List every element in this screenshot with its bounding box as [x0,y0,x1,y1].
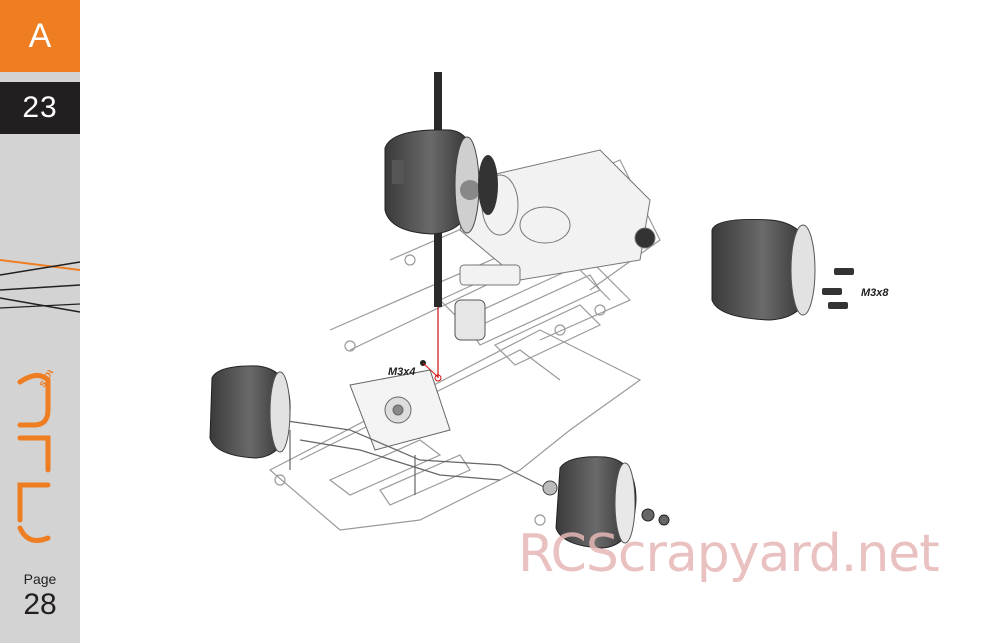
rear-right-tire [711,218,816,321]
front-left-tire [209,365,291,459]
page-label: Page [23,571,57,587]
front-right-tire [542,456,637,549]
rear-left-tire [384,129,498,235]
m3x8-screws [822,268,854,309]
front-suspension [279,419,551,495]
m3x4-label: M3x4 [388,366,416,378]
m3x8-label: M3x8 [861,287,889,299]
m3x4-screw [420,360,442,382]
watermark-text: RCScrapyard.net [518,524,940,584]
axle-nuts [641,508,670,526]
step-number-badge: 23 [0,82,80,134]
brand-logo: slot [17,370,57,543]
section-badge: A [0,0,80,72]
motor [454,299,486,341]
page-number: 28 [23,588,57,621]
decorative-lines [0,259,80,313]
servo [349,369,451,451]
rear-pod [459,149,656,286]
sidebar: A 23 slot Page 28 [0,0,80,643]
